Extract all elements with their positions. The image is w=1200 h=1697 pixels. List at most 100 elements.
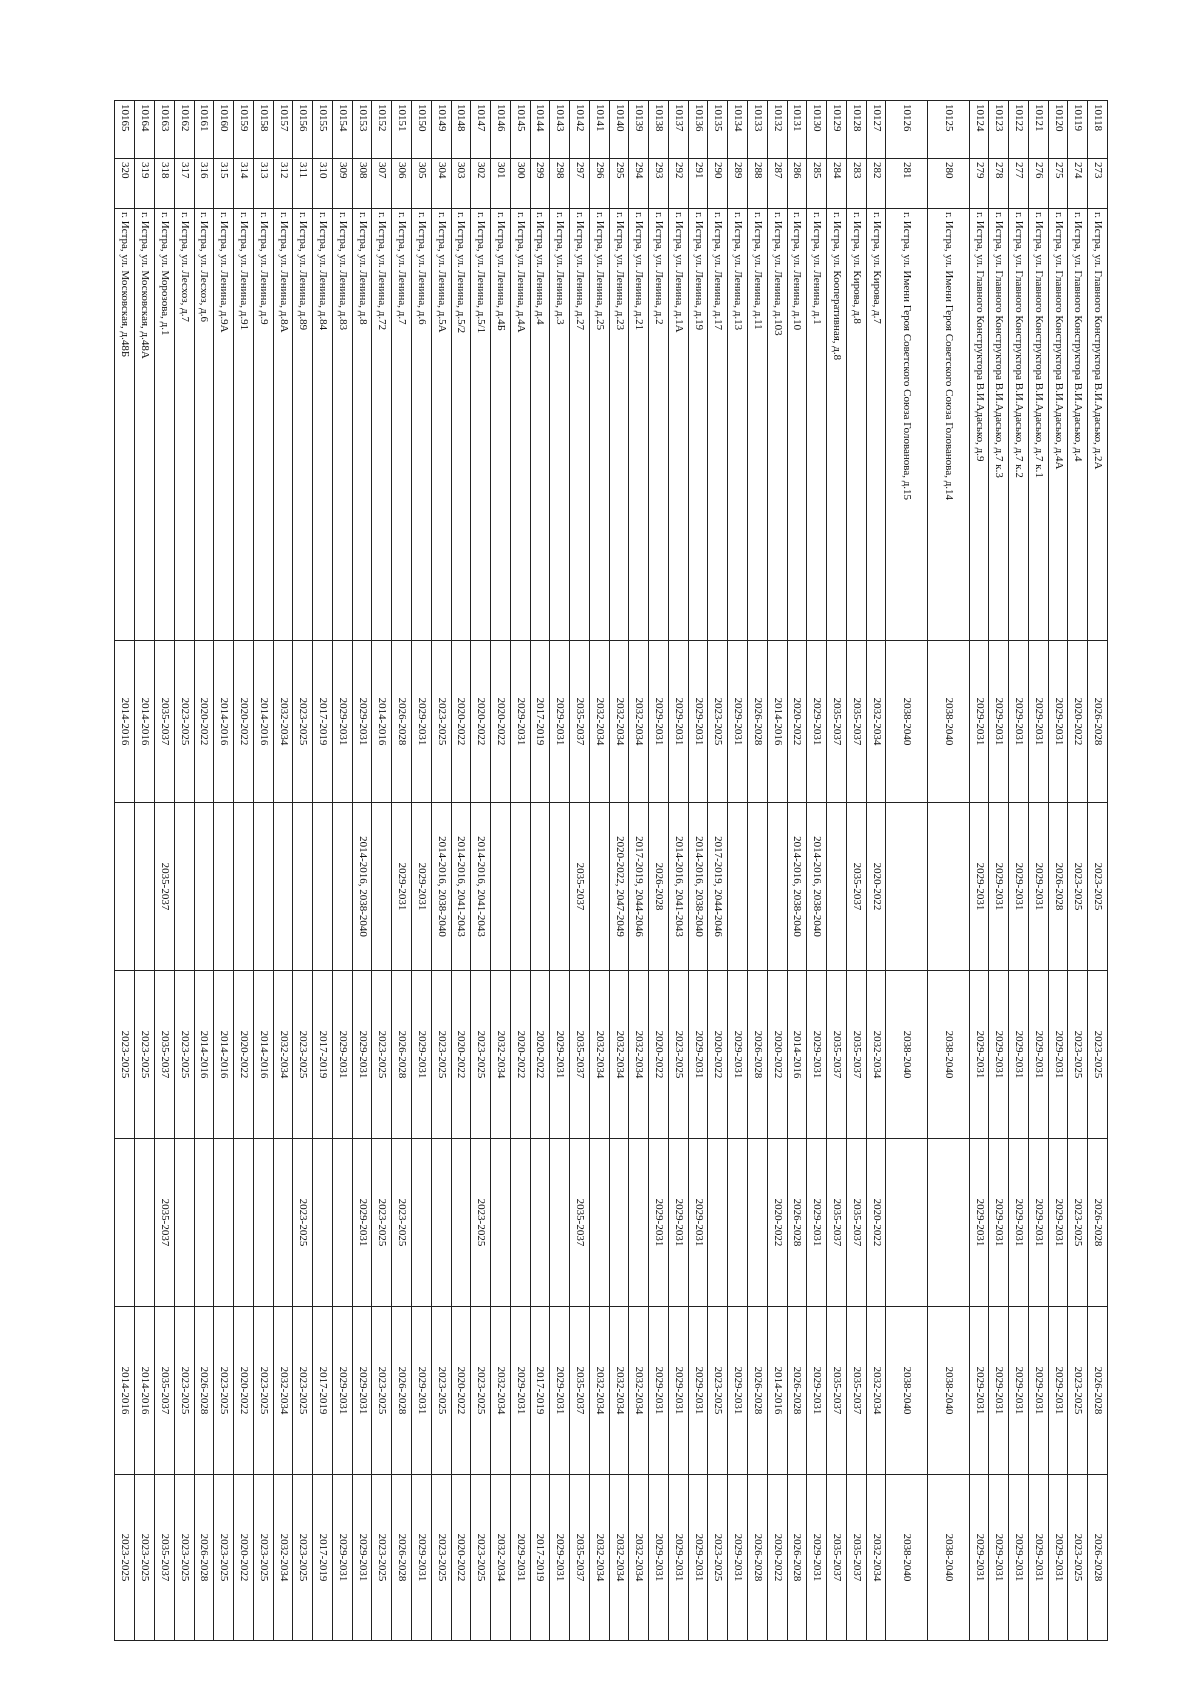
period-2-cell: 2026-2028 (648, 802, 669, 971)
address-cell: г. Истра, ул. Ленина, д.10 (787, 208, 807, 641)
row-id-cell: 10151 (391, 100, 412, 159)
period-6-cell: 2029-2031 (988, 1474, 1009, 1641)
row-id-cell: 10149 (431, 100, 452, 159)
row-id-cell: 10135 (708, 100, 728, 159)
period-2-cell: 2023-2025 (1067, 802, 1088, 971)
period-5-cell: 2020-2022 (451, 1306, 471, 1475)
period-1-cell: 2038-2040 (927, 640, 970, 803)
row-number-cell: 292 (668, 158, 689, 209)
row-id-cell: 10162 (174, 100, 195, 159)
period-3-cell: 2020-2022 (648, 970, 669, 1139)
period-6-cell: 2029-2031 (510, 1474, 531, 1641)
period-2-cell (194, 802, 214, 971)
period-3-cell: 2020-2022 (510, 970, 531, 1139)
period-1-cell: 2032-2034 (866, 640, 886, 803)
row-number-cell: 310 (312, 158, 333, 209)
period-1-cell: 2014-2016 (213, 640, 234, 803)
period-3-cell: 2035-2037 (569, 970, 590, 1139)
row-number-cell: 302 (470, 158, 491, 209)
row-id-cell: 10125 (927, 100, 970, 159)
row-id-cell: 10136 (688, 100, 708, 159)
address-cell: г. Истра, ул. Ленина, д.3 (549, 208, 570, 641)
period-3-cell: 2023-2025 (134, 970, 155, 1139)
address-cell: г. Истра, ул. Московская, д.48А (134, 208, 155, 641)
address-cell: г. Истра, ул. Ленина, д.4А (510, 208, 531, 641)
period-1-cell: 2029-2031 (668, 640, 689, 803)
period-3-cell: 2014-2016 (213, 970, 234, 1139)
period-5-cell: 2029-2031 (969, 1306, 989, 1475)
period-6-cell: 2023-2025 (292, 1474, 313, 1641)
row-id-cell: 10118 (1087, 100, 1108, 159)
row-id-cell: 10137 (668, 100, 689, 159)
period-2-cell (332, 802, 353, 971)
row-id-cell: 10157 (273, 100, 293, 159)
period-2-cell: 2020-2022 (866, 802, 886, 971)
row-id-cell: 10159 (233, 100, 254, 159)
period-1-cell: 2029-2031 (411, 640, 432, 803)
address-cell: г. Истра, ул. Ленина, д.23 (609, 208, 629, 641)
period-3-cell: 2023-2025 (371, 970, 392, 1139)
period-5-cell: 2029-2031 (668, 1306, 689, 1475)
period-5-cell: 2029-2031 (411, 1306, 432, 1475)
row-number-cell: 287 (767, 158, 788, 209)
period-6-cell: 2032-2034 (490, 1474, 511, 1641)
period-5-cell: 2014-2016 (767, 1306, 788, 1475)
period-2-cell: 2035-2037 (846, 802, 867, 971)
period-2-cell: 2017-2019, 2044-2046 (708, 802, 728, 971)
address-cell: г. Истра, ул. Главного Конструктора В.И.… (988, 208, 1009, 641)
period-4-cell (727, 1138, 748, 1307)
period-5-cell: 2023-2025 (1067, 1306, 1088, 1475)
period-6-cell: 2035-2037 (154, 1474, 175, 1641)
row-id-cell: 10147 (470, 100, 491, 159)
period-2-cell (767, 802, 788, 971)
row-number-cell: 305 (411, 158, 432, 209)
row-number-cell: 308 (352, 158, 372, 209)
period-2-cell (273, 802, 293, 971)
address-cell: г. Истра, ул. Лесхоз, д.6 (194, 208, 214, 641)
period-1-cell: 2029-2031 (332, 640, 353, 803)
period-5-cell: 2038-2040 (927, 1306, 970, 1475)
period-1-cell: 2020-2022 (194, 640, 214, 803)
row-id-cell: 10165 (114, 100, 135, 159)
period-1-cell: 2029-2031 (549, 640, 570, 803)
period-5-cell: 2023-2025 (708, 1306, 728, 1475)
period-1-cell: 2023-2025 (431, 640, 452, 803)
period-2-cell: 2014-2016, 2038-2040 (688, 802, 708, 971)
period-4-cell (431, 1138, 452, 1307)
period-4-cell: 2029-2031 (1028, 1138, 1049, 1307)
period-4-cell (451, 1138, 471, 1307)
address-cell: г. Истра, ул. Ленина, д.25 (589, 208, 610, 641)
period-5-cell: 2032-2034 (273, 1306, 293, 1475)
row-number-cell: 295 (609, 158, 629, 209)
period-3-cell: 2023-2025 (292, 970, 313, 1139)
row-id-cell: 10153 (352, 100, 372, 159)
period-5-cell: 2032-2034 (589, 1306, 610, 1475)
period-5-cell: 2035-2037 (826, 1306, 847, 1475)
period-1-cell: 2023-2025 (174, 640, 195, 803)
row-number-cell: 317 (174, 158, 195, 209)
row-number-cell: 319 (134, 158, 155, 209)
row-number-cell: 278 (988, 158, 1009, 209)
period-3-cell: 2023-2025 (431, 970, 452, 1139)
period-4-cell: 2026-2028 (1087, 1138, 1108, 1307)
period-5-cell: 2029-2031 (806, 1306, 827, 1475)
address-cell: г. Истра, ул. Главного Конструктора В.И.… (969, 208, 989, 641)
period-4-cell: 2029-2031 (806, 1138, 827, 1307)
period-1-cell: 2029-2031 (688, 640, 708, 803)
period-4-cell: 2029-2031 (668, 1138, 689, 1307)
period-2-cell (371, 802, 392, 971)
row-id-cell: 10126 (885, 100, 928, 159)
period-4-cell (411, 1138, 432, 1307)
address-cell: г. Истра, ул. Ленина, д.19 (688, 208, 708, 641)
